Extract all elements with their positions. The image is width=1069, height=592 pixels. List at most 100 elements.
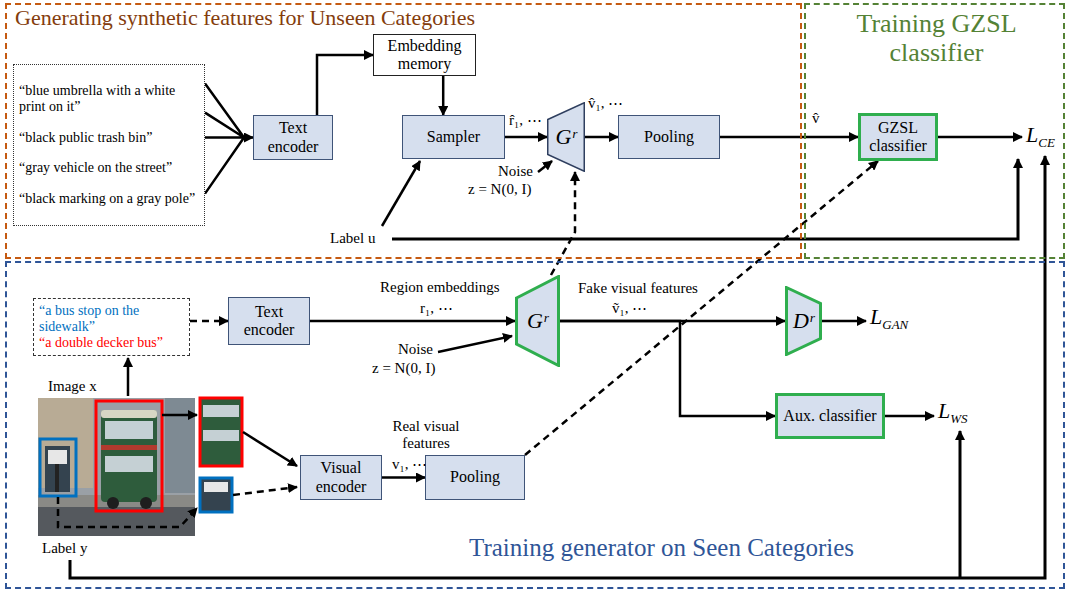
bus-figure [101,410,157,502]
box-label: Visual encoder [304,459,378,496]
flow-arrow [190,320,228,323]
flow-arrow [310,320,515,323]
bus-figure [107,497,119,509]
flow-arrow [205,83,253,193]
box-label: Sampler [427,128,480,146]
edge-label: v̂₁, ⋯ [588,95,623,112]
generator-block: Gʳ [547,102,585,172]
flow-arrow [551,172,575,275]
flow-wire [382,161,420,226]
box-label: Embedding memory [377,37,472,74]
box-label: Pooling [450,468,500,486]
flow-wire [243,432,297,466]
discriminator-block: Dʳ [785,286,822,356]
bus-bounding-box [96,401,162,511]
bus-crop [200,398,242,466]
edge-label: r̂₁, ⋯ [509,112,542,129]
bus-stop-figure [45,446,70,492]
bus-figure [105,456,153,472]
classifier-box: GZSL classifier [858,113,938,161]
region-title: Generating synthetic features for Unseen… [15,6,615,31]
process-box: Sampler [402,115,505,159]
caption-list: “a bus stop on the sidewalk”“a double de… [33,298,190,356]
process-box: Text encoder [253,115,333,160]
annotation-label: Noise [498,163,533,180]
flow-wire [822,320,866,323]
region-panel: Generating synthetic features for Unseen… [5,3,802,259]
street-photo [165,398,195,493]
box-label: Pooling [644,128,694,146]
flow-wire [885,415,934,418]
generator-block-outline [517,277,559,366]
discriminator-block-outline [787,288,821,355]
flow-arrow [525,161,878,455]
flow-arrow [442,76,445,115]
loss-label-holder: LWS [938,400,968,427]
bus-figure [140,497,152,509]
flow-wire [162,414,197,417]
loss-label-holder: LCE [1026,124,1055,151]
box-label: Aux. classifier [783,407,876,425]
street-photo [38,398,195,536]
caption-list: “blue umbrella with a white print on it”… [13,64,205,226]
edge-label: v₁, ⋯ [392,456,427,473]
annotation-label: Region embeddings [380,279,500,296]
bus-figure [101,410,157,418]
flow-arrow [505,136,547,139]
edge-label: ṽ₁, ⋯ [612,300,647,317]
flow-wire [58,497,197,527]
region-title: Training GZSL classifier [826,9,1047,67]
loss-symbol: LCE [1026,124,1055,149]
bus-figure [101,410,157,509]
bus-crop [200,398,242,466]
box-label: Gʳ [556,124,577,149]
box-label: Text encoder [257,119,329,156]
annotation-label: Real visual features [386,418,466,451]
flow-wire [233,487,297,495]
edge-label: r₁, ⋯ [420,300,453,317]
box-label: GZSL classifier [864,119,932,156]
caption-text: “a double decker bus” [39,335,163,351]
bus-figure [105,421,153,439]
bus-stop-crop [204,482,228,492]
caption-text: “blue umbrella with a white print on it” [19,83,199,115]
flow-wire [127,358,130,396]
flow-arrow [720,136,858,139]
bus-stop-crop [200,478,232,512]
box-label: Dʳ [793,308,814,333]
generator-block: Gʳ [515,275,560,367]
annotation-label: Fake visual features [578,280,698,297]
classifier-box: Aux. classifier [775,393,885,439]
flow-wire [58,137,1045,578]
caption-text: “gray vehicle on the street” [19,160,172,176]
flow-wire [70,156,1045,578]
bus-stop-figure [55,464,59,492]
bus-stop-crop [200,478,232,512]
process-box: Pooling [618,115,720,159]
process-box: Visual encoder [300,455,382,500]
bus-stop-bounding-box [40,439,76,496]
memory-box: Embedding memory [373,34,476,76]
bus-figure [101,445,157,450]
flow-wire [538,161,552,172]
loss-symbol: LGAN [870,306,908,331]
caption-text: “black public trash bin” [19,130,152,146]
flow-arrow [585,136,618,139]
street-photo [38,398,195,536]
caption-text: “a bus stop on the sidewalk” [39,303,184,335]
bus-stop-crop [200,478,232,512]
bus-crop [203,405,239,417]
caption-text: “black marking on a gray pole” [19,191,195,207]
bus-crop [203,430,239,441]
edge-label: v̂ [812,110,820,127]
region-panel: Training GZSL classifierGZSL classifier [804,3,1065,259]
annotation-label: z = N(0, I) [468,181,531,198]
flow-wire [438,336,512,352]
bus-crop [200,398,242,466]
generator-block-outline [548,103,585,172]
flow-arrow [317,55,373,115]
region-panel: Training generator on Seen Categories “a … [5,261,1065,589]
flow-arrow [382,476,425,479]
region-title: Training generator on Seen Categories [469,534,969,562]
annotation-label: Noise [398,341,433,358]
